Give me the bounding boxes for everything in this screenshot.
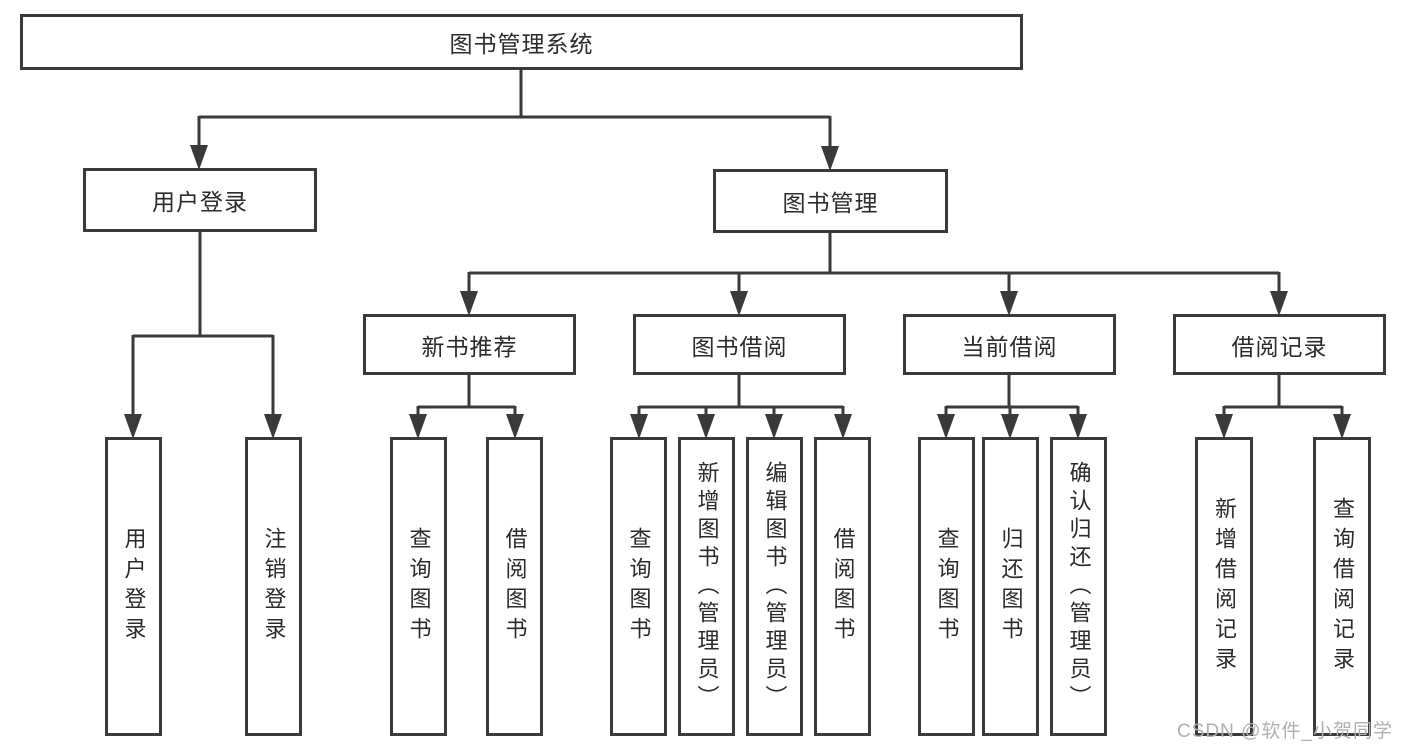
node-add-borrow-record: 新增借阅记录 bbox=[1195, 437, 1253, 736]
connector-newbook-to-children bbox=[416, 375, 517, 417]
node-add-books-admin: 新增图书（管理员） bbox=[678, 437, 735, 736]
node-query-books-recommend: 查询图书 bbox=[390, 437, 447, 736]
node-book-borrow: 图书借阅 bbox=[633, 314, 846, 375]
node-logout-leaf: 注销登录 bbox=[245, 437, 302, 736]
connector-userlogin-to-children bbox=[131, 232, 275, 417]
node-book-management: 图书管理 bbox=[713, 169, 948, 233]
node-user-login: 用户登录 bbox=[83, 168, 317, 232]
connector-root-to-level1 bbox=[197, 70, 832, 149]
csdn-watermark: CSDN @软件_小贺同学 bbox=[1177, 721, 1393, 742]
node-user-login-leaf: 用户登录 bbox=[105, 437, 162, 736]
node-borrow-books-leaf: 借阅图书 bbox=[814, 437, 871, 736]
node-root-library-system: 图书管理系统 bbox=[20, 14, 1023, 70]
node-query-books-current: 查询图书 bbox=[918, 437, 975, 736]
node-confirm-return-admin: 确认归还（管理员） bbox=[1050, 437, 1107, 736]
node-current-borrow: 当前借阅 bbox=[903, 314, 1116, 375]
node-borrow-records: 借阅记录 bbox=[1173, 314, 1386, 375]
connector-records-to-children bbox=[1222, 375, 1344, 417]
connector-borrow-to-children bbox=[637, 375, 845, 417]
node-edit-books-admin: 编辑图书（管理员） bbox=[746, 437, 803, 736]
node-query-borrow-record: 查询借阅记录 bbox=[1313, 437, 1371, 736]
arrowheads bbox=[124, 145, 1351, 439]
node-return-books: 归还图书 bbox=[982, 437, 1039, 736]
node-new-book-recommend: 新书推荐 bbox=[363, 314, 576, 375]
connector-bookmgmt-to-level2 bbox=[467, 233, 1281, 294]
node-query-books-borrow: 查询图书 bbox=[610, 437, 667, 736]
connector-current-to-children bbox=[944, 375, 1080, 417]
node-borrow-books-recommend: 借阅图书 bbox=[486, 437, 543, 736]
